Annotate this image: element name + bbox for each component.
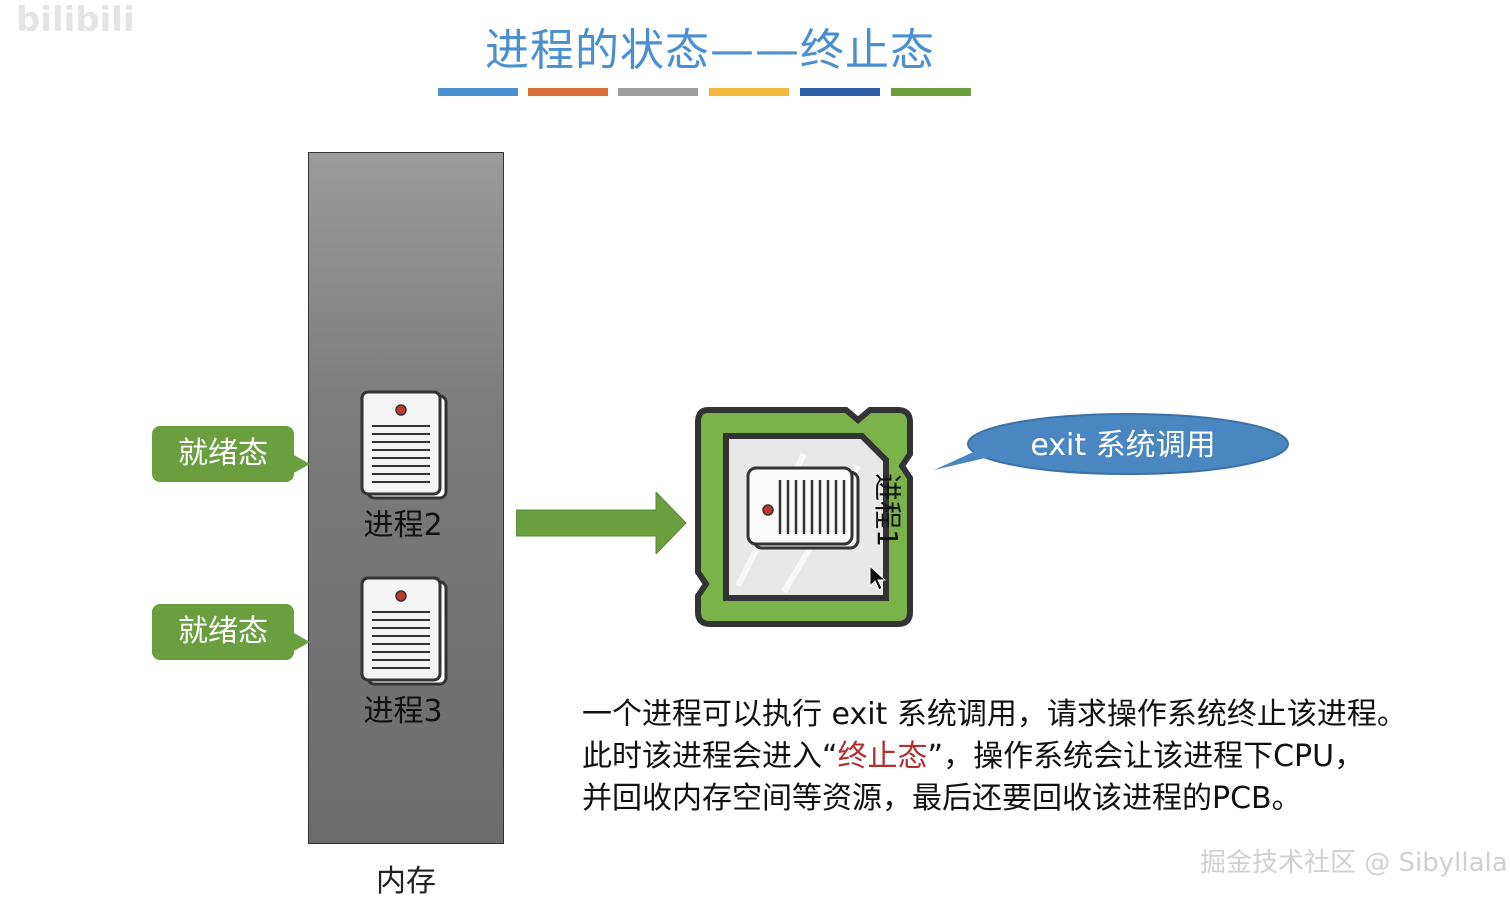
ready-state-badge-process3: 就绪态	[152, 604, 294, 660]
right-arrow-icon	[516, 492, 687, 554]
description-line-2-prefix: 此时该进程会进入“	[582, 739, 838, 774]
description-line-1: 一个进程可以执行 exit 系统调用，请求操作系统终止该进程。	[582, 697, 1407, 732]
juejin-watermark: 掘金技术社区 @ Sibyllala	[1200, 848, 1508, 878]
process3-document-icon	[360, 576, 448, 686]
title-underline-orange	[528, 88, 608, 96]
cpu-chip-icon: 进程1	[695, 407, 913, 627]
page-title: 进程的状态——终止态	[485, 25, 935, 76]
title-underline-blue	[438, 88, 518, 96]
terminated-state-highlight: 终止态	[837, 739, 928, 774]
syscall-speech-bubble	[934, 413, 1289, 475]
description-line-2-suffix: ”，操作系统会让该进程下CPU，	[927, 739, 1365, 774]
title-underline-gray	[618, 88, 698, 96]
mouse-cursor-icon	[869, 564, 887, 591]
badge-tail	[292, 632, 310, 652]
badge-tail	[292, 454, 310, 474]
process1-label: 进程1	[871, 473, 904, 547]
title-underline-yellow	[709, 88, 789, 96]
process2-label: 进程2	[363, 508, 443, 543]
bilibili-watermark: bilibili	[16, 0, 135, 40]
description-text: 一个进程可以执行 exit 系统调用，请求操作系统终止该进程。 此时该进程会进入…	[582, 694, 1502, 820]
description-line-3: 并回收内存空间等资源，最后还要回收该进程的PCB。	[582, 781, 1302, 816]
description-line-2: 此时该进程会进入“终止态”，操作系统会让该进程下CPU，	[582, 736, 1502, 778]
syscall-bubble-text: exit 系统调用	[1030, 428, 1216, 463]
title-underline-navy	[800, 88, 880, 96]
process3-label: 进程3	[363, 694, 443, 729]
title-underline-green	[891, 88, 971, 96]
ready-state-badge-process2: 就绪态	[152, 426, 294, 482]
memory-label: 内存	[376, 864, 436, 899]
process2-document-icon	[360, 390, 448, 500]
